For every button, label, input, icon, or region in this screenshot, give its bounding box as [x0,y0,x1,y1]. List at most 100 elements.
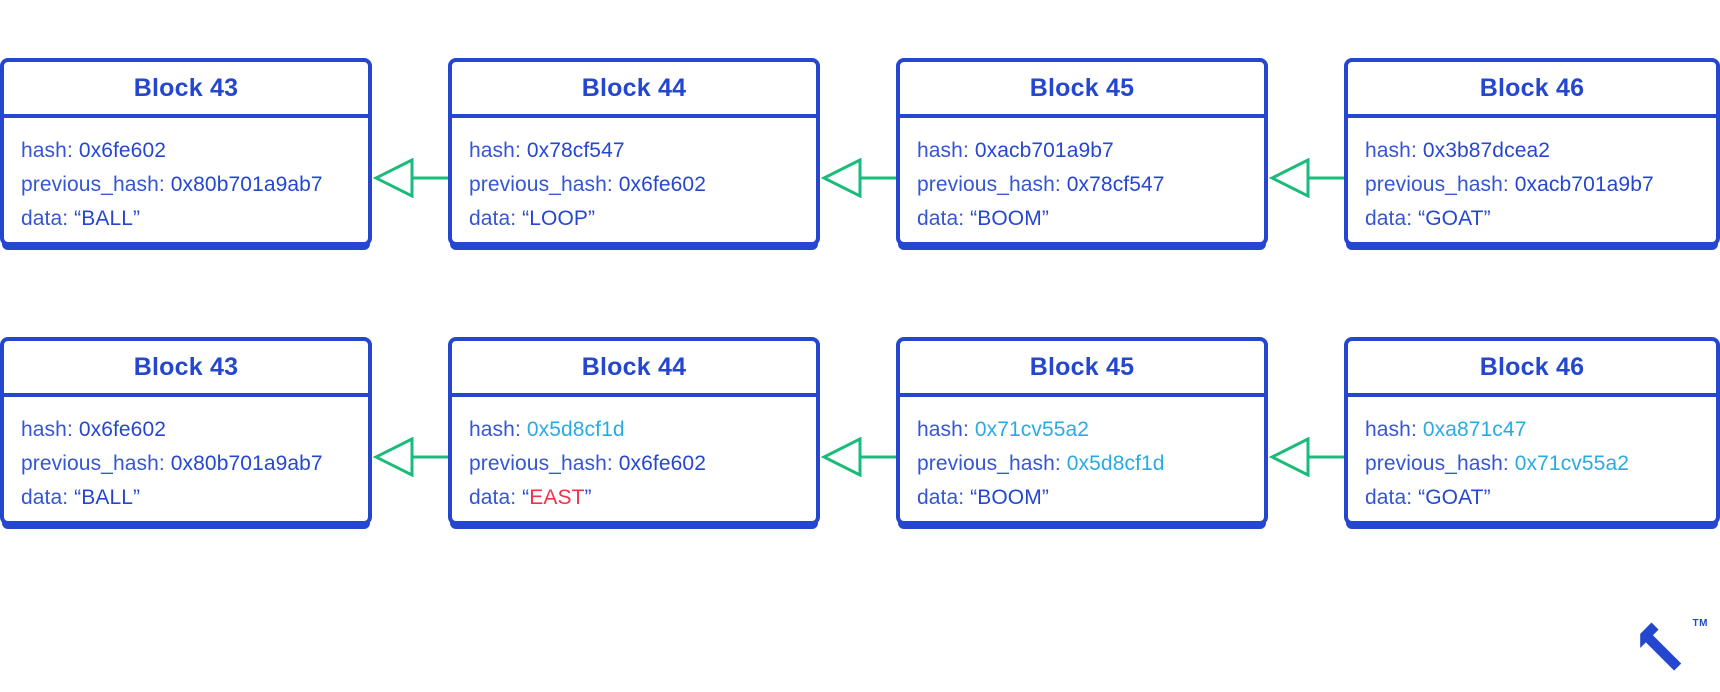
block-card[interactable]: Block 43 hash: 0x6fe602 previous_hash: 0… [0,58,372,246]
field-label-hash: hash: [469,418,521,441]
field-label-hash: hash: [21,139,73,162]
field-label-previous-hash: previous_hash: [469,173,613,196]
block-body: hash: 0xacb701a9b7 previous_hash: 0x78cf… [900,118,1264,236]
block-body: hash: 0x71cv55a2 previous_hash: 0x5d8cf1… [900,397,1264,515]
block-card[interactable]: Block 46 hash: 0x3b87dcea2 previous_hash… [1344,58,1720,246]
brand-mark: TM [1634,616,1708,678]
field-data: data: “BOOM” [917,202,1264,236]
field-label-data: data: [21,207,69,230]
block-header: Block 45 [900,341,1264,397]
chain-link-connector [1268,157,1344,199]
field-value-previous-hash: 0x78cf547 [1066,173,1165,196]
block-card-tampered[interactable]: Block 44 hash: 0x5d8cf1d previous_hash: … [448,337,820,525]
field-previous-hash: previous_hash: 0x5d8cf1d [917,447,1264,481]
field-previous-hash: previous_hash: 0x78cf547 [917,168,1264,202]
field-data: data: “BALL” [21,202,368,236]
field-data: data: “BOOM” [917,481,1264,515]
block-card[interactable]: Block 45 hash: 0xacb701a9b7 previous_has… [896,58,1268,246]
field-value-data-tampered: EAST [529,486,585,509]
data-open-quote: “ [522,486,530,509]
chain-link-connector [1268,436,1344,478]
block-title: Block 43 [133,73,239,102]
field-label-hash: hash: [469,139,521,162]
field-value-previous-hash: 0xacb701a9b7 [1514,173,1654,196]
arrow-left-icon [820,436,896,478]
field-previous-hash: previous_hash: 0x80b701a9ab7 [21,168,368,202]
field-data: data: “BALL” [21,481,368,515]
field-value-hash: 0xa871c47 [1422,418,1527,441]
block-header: Block 43 [4,341,368,397]
field-label-hash: hash: [1365,418,1417,441]
field-value-hash: 0x3b87dcea2 [1422,139,1551,162]
field-previous-hash: previous_hash: 0x6fe602 [469,168,816,202]
field-value-hash: 0x6fe602 [78,139,167,162]
block-body: hash: 0x5d8cf1d previous_hash: 0x6fe602 … [452,397,816,515]
block-body: hash: 0x6fe602 previous_hash: 0x80b701a9… [4,118,368,236]
block-header: Block 46 [1348,62,1716,118]
field-value-data: “GOAT” [1418,207,1491,230]
block-title: Block 46 [1479,352,1585,381]
toptal-logo-icon [1640,622,1682,671]
field-value-previous-hash: 0x6fe602 [618,452,706,475]
field-data: data: “GOAT” [1365,481,1716,515]
field-data: data: “GOAT” [1365,202,1716,236]
field-data: data: “LOOP” [469,202,816,236]
block-header: Block 46 [1348,341,1716,397]
block-card[interactable]: Block 43 hash: 0x6fe602 previous_hash: 0… [0,337,372,525]
block-header: Block 43 [4,62,368,118]
field-value-previous-hash: 0x5d8cf1d [1066,452,1165,475]
arrow-left-icon [372,436,448,478]
trademark-symbol: TM [1692,618,1708,629]
data-close-quote: ” [584,486,592,509]
block-title: Block 46 [1479,73,1585,102]
block-body: hash: 0xa871c47 previous_hash: 0x71cv55a… [1348,397,1716,515]
field-hash: hash: 0x71cv55a2 [917,413,1264,447]
block-body: hash: 0x78cf547 previous_hash: 0x6fe602 … [452,118,816,236]
field-label-previous-hash: previous_hash: [917,452,1061,475]
field-label-data: data: [1365,207,1413,230]
block-card[interactable]: Block 44 hash: 0x78cf547 previous_hash: … [448,58,820,246]
field-previous-hash: previous_hash: 0x6fe602 [469,447,816,481]
field-value-hash: 0x6fe602 [78,418,167,441]
field-label-previous-hash: previous_hash: [917,173,1061,196]
field-value-hash: 0x71cv55a2 [974,418,1090,441]
field-value-data: “BALL” [74,486,141,509]
field-hash: hash: 0x6fe602 [21,413,368,447]
field-label-previous-hash: previous_hash: [469,452,613,475]
block-title: Block 44 [581,352,687,381]
field-label-data: data: [917,486,965,509]
field-value-data: “BOOM” [970,207,1049,230]
field-hash: hash: 0x78cf547 [469,134,816,168]
field-value-previous-hash: 0x80b701a9ab7 [170,173,323,196]
field-label-data: data: [469,207,517,230]
field-label-previous-hash: previous_hash: [21,452,165,475]
block-header: Block 44 [452,62,816,118]
field-label-previous-hash: previous_hash: [1365,452,1509,475]
field-value-previous-hash: 0x71cv55a2 [1514,452,1630,475]
block-title: Block 44 [581,73,687,102]
field-label-hash: hash: [1365,139,1417,162]
chain-row-valid: Block 43 hash: 0x6fe602 previous_hash: 0… [0,58,1720,258]
field-label-previous-hash: previous_hash: [21,173,165,196]
arrow-left-icon [820,157,896,199]
field-hash: hash: 0x5d8cf1d [469,413,816,447]
field-value-hash: 0x5d8cf1d [526,418,625,441]
block-body: hash: 0x6fe602 previous_hash: 0x80b701a9… [4,397,368,515]
block-card[interactable]: Block 46 hash: 0xa871c47 previous_hash: … [1344,337,1720,525]
field-value-previous-hash: 0x6fe602 [618,173,706,196]
field-value-data: “GOAT” [1418,486,1491,509]
field-label-hash: hash: [917,418,969,441]
arrow-left-icon [1268,436,1344,478]
field-label-data: data: [917,207,965,230]
field-hash: hash: 0x3b87dcea2 [1365,134,1716,168]
arrow-left-icon [1268,157,1344,199]
field-previous-hash: previous_hash: 0x71cv55a2 [1365,447,1716,481]
field-label-data: data: [1365,486,1413,509]
field-value-previous-hash: 0x80b701a9ab7 [170,452,323,475]
block-card[interactable]: Block 45 hash: 0x71cv55a2 previous_hash:… [896,337,1268,525]
block-header: Block 45 [900,62,1264,118]
field-label-previous-hash: previous_hash: [1365,173,1509,196]
field-hash: hash: 0xacb701a9b7 [917,134,1264,168]
field-value-data: “LOOP” [522,207,596,230]
